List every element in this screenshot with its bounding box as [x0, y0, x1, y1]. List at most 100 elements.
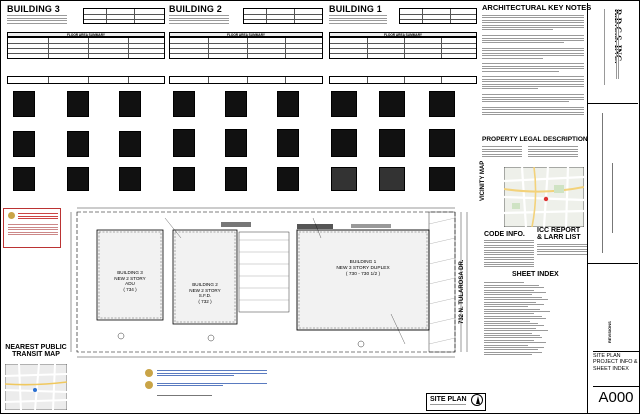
code-info-title: CODE INFO. [484, 231, 525, 238]
firm-info-lines [616, 9, 619, 79]
plan-thumbnail [429, 167, 455, 191]
building-2-description-table [243, 8, 323, 24]
plan-thumbnail [119, 91, 141, 117]
building-1-label-line: ( 730 - 730 1/2 ) [345, 271, 381, 277]
building-3-floor-area-summary: FLOOR AREA SUMMARY [7, 32, 165, 37]
project-address-lines [602, 113, 605, 253]
sheet-number-box: A000 [593, 386, 639, 412]
building-3-label-line: NEW 2 STORY [114, 275, 146, 281]
seal-icon [145, 381, 153, 389]
revisions-text: REVISIONS [607, 321, 612, 343]
icc-title-1: ICC REPORT [537, 227, 581, 234]
plan-thumbnail [119, 167, 141, 191]
legal-title: PROPERTY LEGAL DESCRIPTION [482, 136, 588, 143]
street-name-label: 732 N. TULAROSA DR. [459, 260, 465, 324]
firm-address-lines [604, 9, 607, 85]
building-2-label: BUILDING 2 NEW 2 STORY S.F.D. ( 732 ) [173, 282, 237, 304]
plan-thumbnail [13, 167, 35, 191]
building-3-label-line: ( 734 ) [123, 286, 137, 292]
building-3-area-table [7, 37, 165, 59]
signature-stamp-area [141, 367, 271, 411]
plan-thumbnail [13, 131, 35, 157]
code-info-section: CODE INFO. [484, 231, 534, 291]
plan-thumbnail [379, 129, 405, 157]
building-3-label-line: ADU [125, 281, 135, 287]
vicinity-map-section: VICINITY MAP [480, 161, 584, 229]
building-2-total-row [169, 76, 323, 84]
building-3-label: BUILDING 3 NEW 2 STORY ADU ( 734 ) [97, 270, 163, 292]
building-1-area-table [329, 37, 477, 59]
transit-map [5, 364, 67, 410]
plan-thumbnail [225, 129, 247, 157]
building-2-floor-plans [167, 91, 325, 201]
building-3-address-block [7, 14, 67, 25]
plan-thumbnail [67, 131, 89, 157]
plan-thumbnail [379, 167, 405, 191]
approval-stamp-box [3, 208, 61, 248]
title-block: R.D.C.S. INC. REVISIONS [587, 3, 639, 413]
building-1-floor-plans [327, 91, 479, 201]
key-notes-title: ARCHITECTURAL KEY NOTES [482, 3, 592, 12]
north-arrow-icon [471, 394, 483, 406]
icc-title-2: & LARR LIST [537, 234, 581, 241]
building-2-address-block [169, 14, 229, 25]
building-2-label-line: BUILDING 2 [192, 282, 218, 287]
plan-thumbnail [429, 129, 455, 157]
plan-thumbnail [173, 167, 195, 191]
site-plan-drawing [70, 207, 468, 358]
sheet-title-line: SHEET INDEX [593, 365, 629, 372]
sheet-title-line: SITE PLAN [593, 353, 621, 359]
sheet-number: A000 [598, 389, 634, 406]
plan-thumbnail [429, 91, 455, 117]
building-1-title: BUILDING 1 [329, 4, 383, 14]
plan-thumbnail [67, 91, 89, 117]
site-plan-caption-text: SITE PLAN [430, 396, 467, 403]
transit-title-2: TRANSIT MAP [12, 351, 60, 358]
architectural-key-notes: ARCHITECTURAL KEY NOTES [482, 3, 592, 133]
sheet-title-line: PROJECT INFO & [593, 359, 638, 366]
plan-thumbnail [119, 131, 141, 157]
building-3-label-line: BUILDING 3 [117, 270, 143, 275]
vicinity-title: VICINITY MAP [480, 160, 486, 201]
building-2-header: BUILDING 2 FLOOR AREA SUMMARY [167, 4, 325, 96]
plan-thumbnail [379, 91, 405, 117]
plan-thumbnail [331, 167, 357, 191]
building-2-label-line: ( 732 ) [198, 298, 212, 304]
vicinity-map [504, 167, 584, 227]
building-2-label-line: NEW 2 STORY [189, 287, 221, 293]
sheet-index-section: SHEET INDEX [484, 271, 586, 401]
building-2-label-line: S.F.D. [198, 293, 212, 299]
site-plan-area: BUILDING 3 NEW 2 STORY ADU ( 734 ) BUILD… [61, 204, 475, 364]
building-3-floor-plans [5, 91, 165, 201]
property-legal-description: PROPERTY LEGAL DESCRIPTION [482, 136, 588, 166]
plan-thumbnail [225, 167, 247, 191]
building-3-description-table [83, 8, 165, 24]
building-1-label: BUILDING 1 NEW 3 STORY DUPLEX ( 730 - 73… [297, 260, 429, 277]
building-3-title: BUILDING 3 [7, 4, 61, 14]
revisions-label: REVISIONS [598, 321, 616, 343]
plan-thumbnail [13, 91, 35, 117]
building-2-area-table [169, 37, 323, 59]
plan-thumbnail [277, 91, 299, 117]
building-1-header: BUILDING 1 FLOOR AREA SUMMARY [327, 4, 479, 96]
street-name-text: 732 N. TULAROSA DR. [459, 259, 465, 324]
sheet-index-title: SHEET INDEX [512, 271, 559, 278]
plan-thumbnail [225, 91, 247, 117]
transit-map-section: NEAREST PUBLIC TRANSIT MAP [3, 344, 69, 412]
icc-report-section: ICC REPORT & LARR LIST [537, 227, 587, 287]
project-address-lines [612, 163, 615, 233]
sheet-index-list [484, 281, 584, 357]
transit-title-1: NEAREST PUBLIC [5, 344, 67, 351]
building-1-label-line: NEW 3 STORY DUPLEX [336, 265, 390, 271]
building-1-label-line: BUILDING 1 [349, 260, 377, 265]
seal-icon [145, 369, 153, 377]
building-3-header: BUILDING 3 FLOOR AREA SUMMARY [5, 4, 165, 96]
plan-thumbnail [277, 167, 299, 191]
plan-thumbnail [173, 129, 195, 157]
plan-thumbnail [331, 91, 357, 117]
building-1-description-table [399, 8, 477, 24]
plan-thumbnail [331, 129, 357, 157]
plan-thumbnail [173, 91, 195, 117]
building-1-address-block [329, 14, 387, 25]
